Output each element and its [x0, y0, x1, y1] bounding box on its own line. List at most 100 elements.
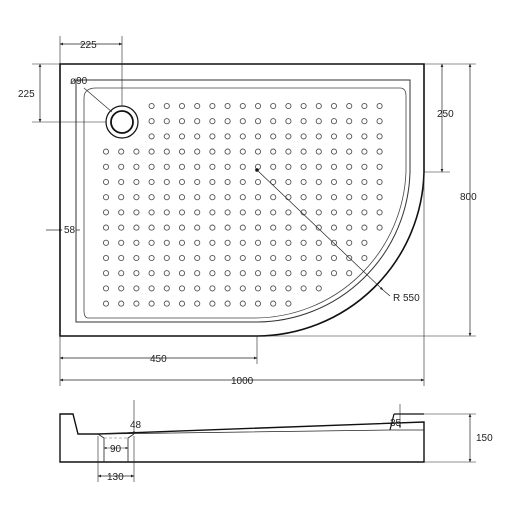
anti-slip-dot — [194, 194, 201, 201]
anti-slip-dot — [209, 209, 216, 216]
side-profile-floor — [78, 429, 424, 435]
anti-slip-dot — [133, 270, 140, 277]
anti-slip-dot — [224, 178, 231, 186]
anti-slip-dot — [361, 163, 368, 170]
anti-slip-dot — [285, 118, 292, 125]
anti-slip-dot — [102, 270, 110, 277]
anti-slip-dot — [239, 163, 246, 170]
anti-slip-dot — [330, 178, 338, 186]
anti-slip-dot — [330, 239, 338, 246]
anti-slip-dot — [209, 300, 216, 307]
anti-slip-dot — [361, 178, 368, 186]
anti-slip-dot — [346, 148, 353, 155]
anti-slip-dot — [194, 224, 201, 231]
anti-slip-dot — [102, 254, 110, 262]
side-profile-outline — [59, 413, 425, 463]
anti-slip-dot — [148, 209, 155, 216]
anti-slip-dot — [239, 178, 246, 186]
anti-slip-dot — [254, 133, 262, 140]
anti-slip-dot — [285, 285, 292, 292]
anti-slip-dot — [254, 254, 262, 262]
anti-slip-dot — [224, 254, 231, 262]
anti-slip-dot — [178, 285, 186, 292]
anti-slip-dot — [118, 300, 125, 307]
anti-slip-dot — [178, 133, 186, 140]
anti-slip-dot — [194, 209, 201, 216]
anti-slip-dot — [346, 163, 353, 170]
anti-slip-dot — [300, 178, 307, 186]
anti-slip-dot — [209, 178, 216, 186]
anti-slip-dot — [300, 163, 307, 170]
anti-slip-dot — [163, 300, 170, 307]
anti-slip-dot — [239, 224, 246, 231]
anti-slip-dot — [239, 118, 246, 125]
anti-slip-dot — [361, 239, 368, 246]
anti-slip-dot — [178, 148, 186, 155]
anti-slip-dot — [315, 270, 322, 277]
anti-slip-dot — [315, 209, 322, 216]
anti-slip-dot — [194, 133, 201, 140]
anti-slip-dot — [194, 254, 201, 262]
anti-slip-dot — [133, 239, 140, 246]
anti-slip-dot — [224, 118, 231, 125]
anti-slip-dot — [148, 178, 155, 186]
anti-slip-dot — [376, 148, 383, 155]
anti-slip-dot — [300, 194, 307, 201]
dim-drain-section: 130 — [107, 472, 124, 483]
anti-slip-dot — [300, 224, 307, 231]
anti-slip-dot — [118, 239, 125, 246]
anti-slip-dot — [224, 300, 231, 307]
anti-slip-dot — [163, 254, 170, 262]
anti-slip-dot — [361, 133, 368, 140]
anti-slip-dot — [209, 133, 216, 140]
anti-slip-dot — [209, 102, 216, 110]
anti-slip-dot — [194, 270, 201, 277]
anti-slip-dot — [315, 254, 322, 262]
anti-slip-dot — [239, 270, 246, 277]
anti-slip-dot — [209, 224, 216, 231]
anti-slip-dot — [285, 178, 292, 186]
anti-slip-dot — [270, 102, 277, 110]
tray-inner-rim — [75, 79, 411, 323]
anti-slip-dot — [102, 178, 110, 186]
anti-slip-dot — [270, 239, 277, 246]
anti-slip-dot — [148, 163, 155, 170]
anti-slip-dot — [102, 163, 110, 170]
dim-width-total: 1000 — [231, 376, 254, 387]
anti-slip-dot — [209, 118, 216, 125]
anti-slip-dot — [239, 194, 246, 201]
anti-slip-dot — [285, 239, 292, 246]
anti-slip-dot — [254, 209, 262, 216]
anti-slip-dot — [346, 133, 353, 140]
anti-slip-dot — [361, 194, 368, 201]
dim-straight-front: 450 — [150, 354, 167, 365]
tray-basin-edge — [83, 87, 407, 319]
anti-slip-dot — [346, 254, 353, 262]
anti-slip-dot — [209, 239, 216, 246]
anti-slip-dot — [270, 285, 277, 292]
anti-slip-dot — [118, 209, 125, 216]
anti-slip-dot — [285, 148, 292, 155]
anti-slip-dot — [118, 254, 125, 262]
anti-slip-dot — [102, 285, 110, 292]
anti-slip-dot — [300, 133, 307, 140]
anti-slip-dot — [270, 194, 277, 201]
anti-slip-dot — [133, 148, 140, 155]
anti-slip-dot — [163, 133, 170, 140]
anti-slip-dot — [163, 163, 170, 170]
anti-slip-dot — [285, 300, 292, 307]
anti-slip-dot — [361, 118, 368, 125]
anti-slip-dot — [330, 118, 338, 125]
anti-slip-dot — [254, 148, 262, 155]
anti-slip-dot — [178, 209, 186, 216]
dim-drain-offset-y: 225 — [18, 89, 35, 100]
anti-slip-dot — [224, 148, 231, 155]
anti-slip-dot — [224, 224, 231, 231]
anti-slip-dot — [239, 209, 246, 216]
anti-slip-dot — [148, 239, 155, 246]
dim-corner-straight: 250 — [437, 109, 454, 120]
anti-slip-dot — [133, 300, 140, 307]
anti-slip-dot — [376, 209, 383, 216]
anti-slip-dot — [178, 239, 186, 246]
anti-slip-dot — [194, 148, 201, 155]
